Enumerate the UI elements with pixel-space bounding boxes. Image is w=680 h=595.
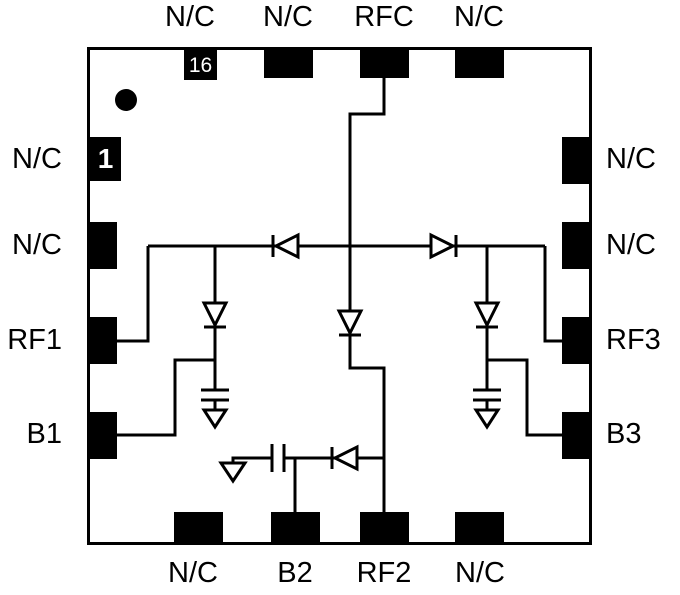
pad-left-rf1	[90, 317, 117, 364]
shunt-diode-b2-icon	[330, 444, 359, 472]
pin-label-right-1: N/C	[606, 143, 656, 175]
series-diode-rf2-icon	[336, 309, 364, 337]
pad-right-2	[562, 222, 589, 269]
pin1-number: 1	[97, 143, 114, 174]
pad-left-b1	[90, 412, 117, 459]
pin-label-top-2: N/C	[263, 1, 313, 33]
pin-label-left-1: N/C	[12, 143, 62, 175]
ground-b3-icon	[473, 408, 501, 430]
capacitor-b2-icon	[270, 444, 286, 472]
pin-label-rf1: RF1	[7, 324, 62, 356]
pin-label-bottom-1: N/C	[168, 557, 218, 589]
pin-label-rf3: RF3	[606, 324, 661, 356]
pad-bottom-b2	[271, 512, 320, 542]
pin-label-top-1: N/C	[165, 1, 215, 33]
ground-b1-icon	[201, 408, 229, 430]
rfc-wire	[348, 76, 386, 246]
ground-b2-icon	[218, 461, 248, 484]
pin1-orientation-dot	[115, 89, 137, 111]
pad-bottom-4	[455, 512, 504, 542]
bias2-wire-left	[231, 456, 272, 463]
pin-label-bottom-4: N/C	[455, 557, 505, 589]
pin-label-rf2: RF2	[356, 557, 412, 589]
pin-label-left-2: N/C	[12, 229, 62, 261]
pin16-marker: 16	[184, 50, 217, 80]
rf1-wire	[117, 246, 150, 343]
capacitor-b1-icon	[201, 388, 229, 402]
pad-right-rf3	[562, 317, 589, 364]
series-diode-rf1-icon	[271, 232, 300, 260]
pin-label-b1: B1	[26, 418, 62, 450]
pin16-number: 16	[188, 53, 213, 77]
package-outline	[87, 47, 592, 545]
capacitor-b3-icon	[473, 388, 501, 402]
pad-right-1	[562, 137, 589, 184]
pin-label-b2: B2	[277, 557, 313, 589]
pin1-marker: 1	[90, 137, 121, 181]
series-diode-rf3-icon	[429, 232, 458, 260]
pin-label-right-2: N/C	[606, 229, 656, 261]
pad-bottom-1	[174, 512, 223, 542]
pad-right-b3	[562, 412, 589, 459]
pad-top-2	[264, 50, 313, 78]
shunt-diode-b1-icon	[201, 301, 229, 329]
b3-wire	[487, 358, 562, 437]
pin-label-top-4: N/C	[454, 1, 504, 33]
rf3-wire	[543, 246, 562, 343]
pad-bottom-rf2	[360, 512, 409, 542]
pad-top-4	[455, 50, 504, 78]
rf2-wire	[348, 246, 386, 512]
pin-label-b3: B3	[606, 418, 642, 450]
shunt-diode-b3-icon	[473, 301, 501, 329]
pin-label-rfc: RFC	[354, 1, 414, 33]
pad-left-2	[90, 222, 117, 269]
pad-top-rfc	[360, 50, 409, 78]
b1-wire	[117, 358, 215, 437]
